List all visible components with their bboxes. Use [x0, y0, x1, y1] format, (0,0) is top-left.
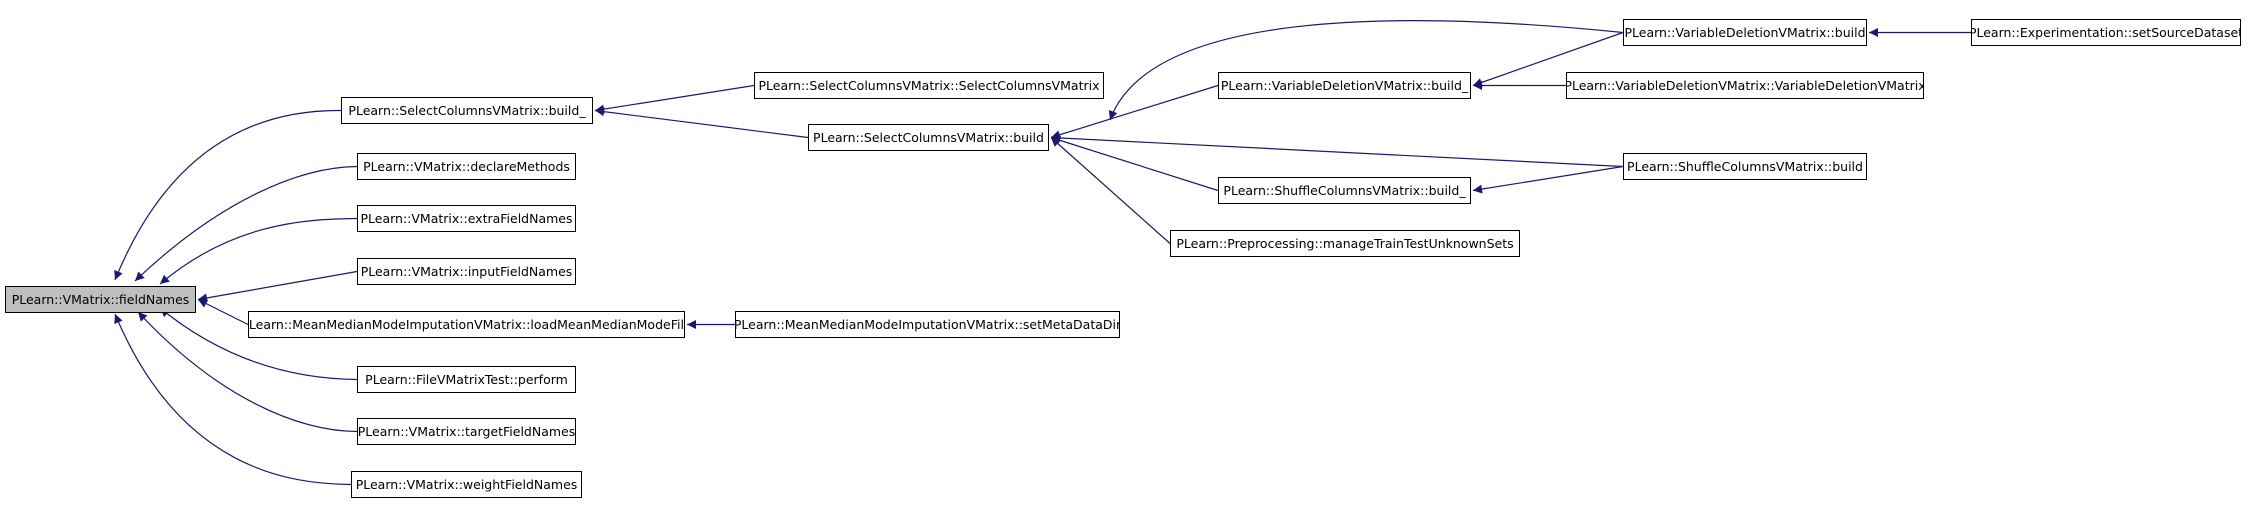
node-selectcolumnsvmatrix-build[interactable]: PLearn::SelectColumnsVMatrix::build [808, 124, 1049, 151]
node-vmatrix-fieldnames: PLearn::VMatrix::fieldNames [5, 286, 196, 313]
edge-n3-to-n0 [159, 217, 358, 285]
edge-n15-to-n12 [1472, 31, 1624, 87]
node-vmatrix-targetfieldnames[interactable]: PLearn::VMatrix::targetFieldNames [357, 418, 576, 445]
edge-n12-to-n10 [1050, 84, 1219, 140]
edge-n10-to-n1 [594, 107, 809, 139]
node-meanmedianmodeimputationvmatrix-loadmeanmedianmodefile[interactable]: PLearn::MeanMedianModeImputationVMatrix:… [248, 311, 685, 338]
edge-n14-to-n10 [1050, 137, 1171, 244]
node-vmatrix-inputfieldnames[interactable]: PLearn::VMatrix::inputFieldNames [357, 258, 576, 285]
edge-n9-to-n1 [594, 84, 755, 114]
edge-n8-to-n0 [114, 313, 352, 486]
node-variabledeletionvmatrix-build[interactable]: PLearn::VariableDeletionVMatrix::build [1623, 19, 1867, 46]
node-vmatrix-weightfieldnames[interactable]: PLearn::VMatrix::weightFieldNames [351, 471, 582, 498]
node-variabledeletionvmatrix-constructor[interactable]: PLearn::VariableDeletionVMatrix::Variabl… [1566, 72, 1924, 99]
edge-n17-to-n10 [1050, 133, 1624, 168]
edge-n1-to-n0 [114, 109, 342, 281]
node-vmatrix-extrafieldnames[interactable]: PLearn::VMatrix::extraFieldNames [357, 205, 576, 232]
node-experimentation-setsourcedataset[interactable]: PLearn::Experimentation::setSourceDatase… [1971, 19, 2241, 46]
edge-n6-to-n0 [159, 307, 358, 381]
node-meanmedianmodeimputationvmatrix-setmetadatadir[interactable]: PLearn::MeanMedianModeImputationVMatrix:… [735, 311, 1120, 338]
edge-n4-to-n0 [197, 270, 358, 303]
edge-n7-to-n0 [137, 311, 358, 433]
edge-n13-to-n10 [1050, 135, 1219, 192]
node-vmatrix-declaremethods[interactable]: PLearn::VMatrix::declareMethods [357, 153, 576, 180]
edge-n15-to-n10 [1108, 20, 1624, 121]
node-shufflecolumnsvmatrix-build-underscore[interactable]: PLearn::ShuffleColumnsVMatrix::build_ [1218, 177, 1471, 204]
node-variabledeletionvmatrix-build-underscore[interactable]: PLearn::VariableDeletionVMatrix::build_ [1218, 72, 1471, 99]
edge-n5-to-n0 [197, 298, 249, 326]
node-shufflecolumnsvmatrix-build[interactable]: PLearn::ShuffleColumnsVMatrix::build [1623, 153, 1867, 180]
node-filevmatrixtest-perform[interactable]: PLearn::FileVMatrixTest::perform [357, 366, 576, 393]
edge-n17-to-n13 [1472, 165, 1624, 194]
node-selectcolumnsvmatrix-build-underscore[interactable]: PLearn::SelectColumnsVMatrix::build_ [341, 97, 593, 124]
node-preprocessing-managetraintestunknownsets[interactable]: PLearn::Preprocessing::manageTrainTestUn… [1170, 230, 1520, 257]
edge-n2-to-n0 [134, 165, 358, 282]
node-selectcolumnsvmatrix-constructor[interactable]: PLearn::SelectColumnsVMatrix::SelectColu… [754, 72, 1104, 99]
